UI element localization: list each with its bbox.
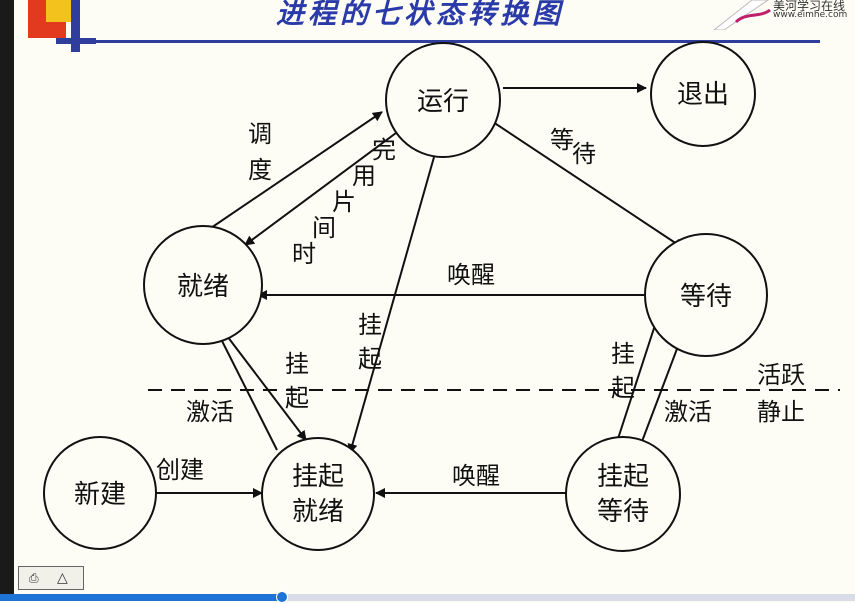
- state-new: [43, 436, 157, 550]
- playback-control-button[interactable]: ⎙ △: [18, 566, 84, 590]
- title-rule: [96, 40, 820, 43]
- label-suspend-ready: 挂起: [285, 350, 309, 412]
- state-waiting-label: 等待: [680, 282, 732, 312]
- edge-suspend-running: [347, 142, 439, 454]
- state-ready: [143, 225, 263, 345]
- state-suspended-waiting: [565, 436, 681, 552]
- page-icon: ⎙: [29, 571, 39, 585]
- state-exit-label: 退出: [677, 80, 729, 110]
- edge-suspend-ready: [223, 331, 307, 441]
- state-suspended-waiting-label-1: 挂起: [597, 462, 649, 492]
- label-wakeup-top: 唤醒: [447, 261, 495, 289]
- state-exit: [650, 41, 756, 147]
- label-suspend-running: 挂起: [358, 311, 382, 373]
- logo-icon: [713, 0, 771, 30]
- state-suspended-ready-label-1: 挂起: [292, 462, 344, 492]
- edge-timeslice: [244, 129, 401, 246]
- edge-wait: [486, 117, 684, 249]
- divider-label-static: 静止: [757, 398, 805, 426]
- edge-activate-ready: [217, 332, 278, 451]
- label-suspend-waiting: 挂起: [611, 340, 635, 402]
- divider-label-active: 活跃: [757, 361, 805, 389]
- state-running-label: 运行: [417, 87, 469, 117]
- label-activate-waiting: 激活: [664, 398, 712, 426]
- state-waiting: [644, 233, 768, 357]
- label-dispatch: 调度: [248, 120, 272, 184]
- state-ready-label: 就绪: [177, 272, 229, 302]
- edge-dispatch: [204, 111, 383, 233]
- label-wait: 等待: [550, 126, 596, 168]
- decor-block-yellow: [46, 0, 76, 22]
- logo-name: 美河学习在线: [773, 0, 846, 13]
- state-suspended-ready-label-2: 就绪: [292, 497, 344, 527]
- edge-activate-waiting: [637, 332, 685, 453]
- logo-url: www.eimhe.com: [773, 10, 848, 20]
- progress-track[interactable]: [0, 594, 855, 601]
- slide-title: 进程的七状态转换图: [276, 0, 565, 30]
- state-suspended-ready: [261, 437, 375, 551]
- label-create: 创建: [156, 456, 204, 484]
- state-new-label: 新建: [74, 480, 126, 510]
- state-suspended-waiting-label-2: 等待: [597, 497, 649, 527]
- decor-bar-vertical: [71, 0, 80, 52]
- state-running: [385, 42, 501, 158]
- label-wakeup-bottom: 唤醒: [452, 462, 500, 490]
- progress-fill: [0, 594, 283, 601]
- label-activate-ready: 激活: [186, 398, 234, 426]
- window-edge: [0, 0, 14, 601]
- progress-handle[interactable]: [276, 591, 289, 603]
- decor-bar-horizontal: [56, 38, 96, 44]
- triangle-icon: △: [57, 570, 68, 586]
- label-timeslice: 时间片用完: [292, 136, 396, 268]
- edge-suspend-waiting: [612, 321, 657, 452]
